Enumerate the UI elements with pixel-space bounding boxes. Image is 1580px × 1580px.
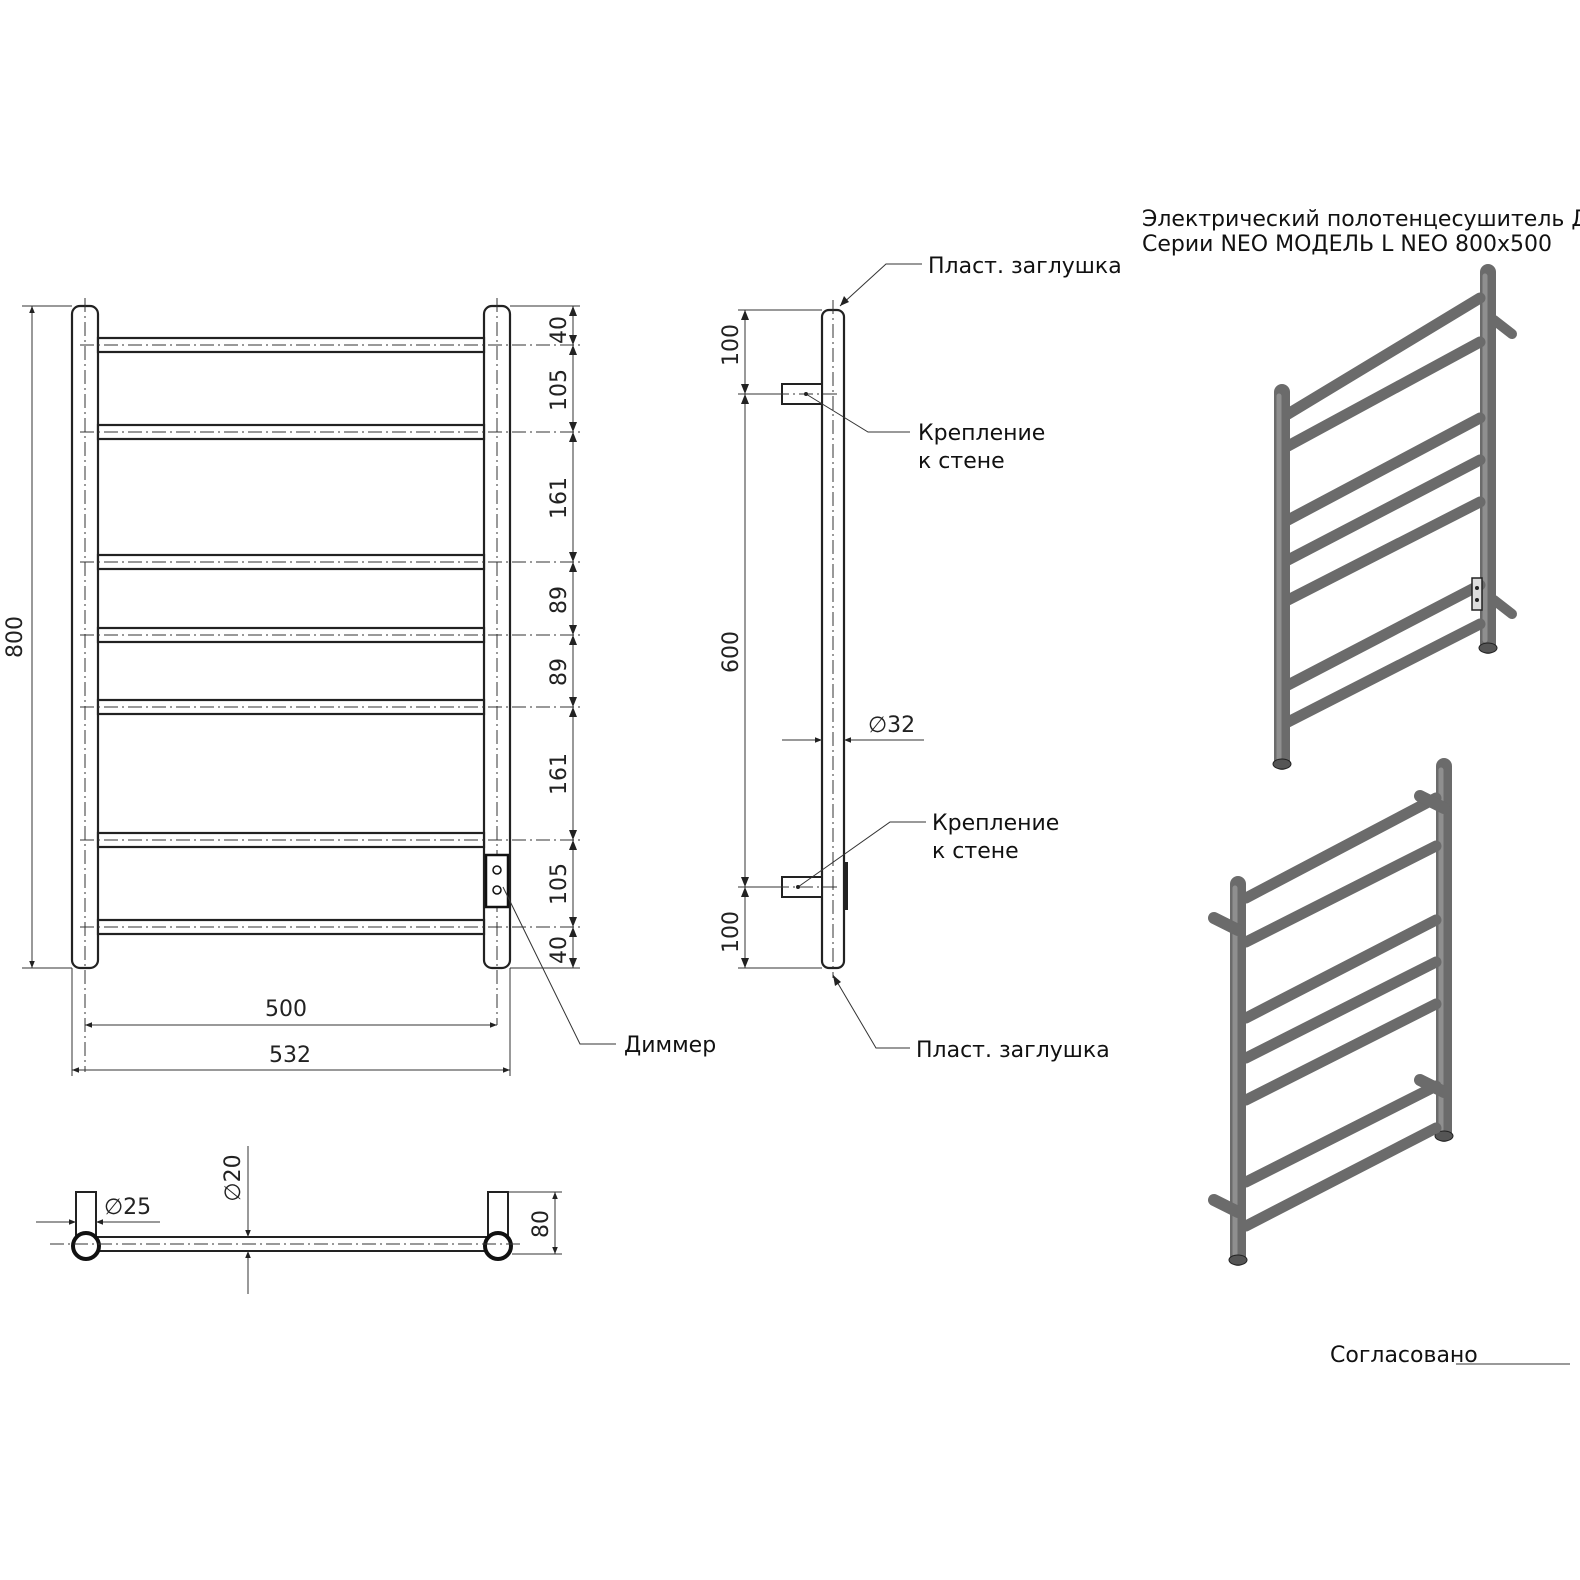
side-top-dim: 100	[719, 324, 744, 366]
width-outer-dim: 532	[269, 1043, 311, 1068]
approval: Согласовано	[1330, 1343, 1570, 1368]
iso-front-rungs	[1282, 292, 1486, 728]
svg-text:40: 40	[547, 936, 572, 964]
side-bottom-dim: 100	[719, 911, 744, 953]
top-view: ∅25 ∅20 80	[36, 1146, 562, 1294]
dimmer-label: Диммер	[624, 1033, 716, 1058]
title-line-1: Электрический полотенцесушитель ДВИН	[1142, 207, 1580, 232]
iso-view-front	[1272, 264, 1517, 770]
rail-diameter-dim: ∅25	[104, 1195, 151, 1220]
mount-top-label-2: к стене	[918, 449, 1005, 474]
mount-bottom-label-2: к стене	[932, 839, 1019, 864]
title-line-2: Серии NEO МОДЕЛЬ L NEO 800x500	[1142, 232, 1552, 257]
svg-text:161: 161	[547, 753, 572, 795]
svg-text:105: 105	[547, 863, 572, 905]
title-block: Электрический полотенцесушитель ДВИН Сер…	[1142, 207, 1580, 257]
side-diameter-dim: ∅32	[868, 713, 915, 738]
side-view: 100 600 100 ∅32 Пласт. заглушка Креплени…	[719, 254, 1122, 1063]
height-dim: 800	[3, 616, 28, 658]
mount-top-label-1: Крепление	[918, 421, 1045, 446]
front-rungs	[96, 336, 486, 936]
mount-bottom-label-1: Крепление	[932, 811, 1059, 836]
svg-text:89: 89	[547, 658, 572, 686]
bottom-cap-label: Пласт. заглушка	[916, 1038, 1110, 1063]
width-inner-dim: 500	[265, 997, 307, 1022]
iso-view-back	[1208, 758, 1454, 1266]
top-view-left-rail	[71, 1231, 101, 1261]
svg-text:40: 40	[547, 316, 572, 344]
front-view: Диммер 800 500 532 40 105	[3, 298, 716, 1076]
top-cap-label: Пласт. заглушка	[928, 254, 1122, 279]
svg-text:161: 161	[547, 477, 572, 519]
rung-spacing-dims: 40 105 161 89 89 161 105 40	[547, 316, 572, 964]
side-middle-dim: 600	[719, 631, 744, 673]
depth-dim: 80	[529, 1210, 554, 1238]
approval-label: Согласовано	[1330, 1343, 1478, 1368]
iso-back-rungs	[1240, 792, 1442, 1232]
rung-diameter-dim: ∅20	[221, 1154, 246, 1201]
svg-text:89: 89	[547, 586, 572, 614]
top-view-right-rail	[483, 1231, 513, 1261]
dimmer-box	[484, 853, 510, 909]
svg-text:105: 105	[547, 369, 572, 411]
